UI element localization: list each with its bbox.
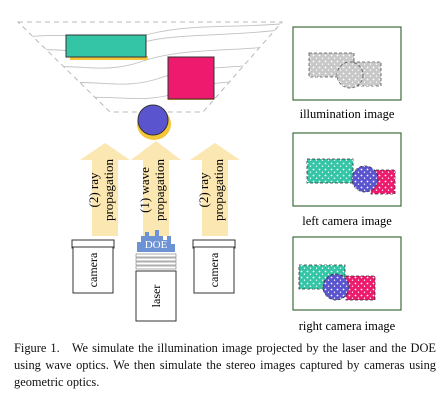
camera-right-label: camera	[207, 252, 221, 287]
purple-circle	[137, 104, 169, 136]
camera-left-label: camera	[86, 252, 100, 287]
figure-caption: Figure 1. We simulate the illumination i…	[14, 340, 436, 391]
illumination-image-panel: illumination image	[292, 26, 402, 121]
arrow-middle-num: (1) wave	[137, 167, 152, 213]
right-camera-image-panel: right camera image	[292, 236, 402, 333]
illumination-image-label: illumination image	[300, 107, 395, 121]
pink-square	[167, 56, 215, 100]
projected-shapes	[65, 34, 215, 140]
laser-device: laser	[135, 253, 177, 322]
arrow-middle: (1) wave propagation	[131, 141, 181, 236]
caption-label: Figure 1.	[14, 341, 60, 355]
left-camera-image-label: left camera image	[302, 214, 392, 228]
caption-text: We simulate the illumination image proje…	[14, 341, 436, 389]
figure-illustration: (2) ray propagation (1) wave propagation…	[16, 21, 402, 333]
arrow-left-num: (2) ray	[86, 172, 101, 208]
doe-label: DOE	[145, 239, 168, 251]
doe-element: DOE	[137, 230, 175, 252]
arrow-right-num: (2) ray	[196, 172, 211, 208]
teal-rectangle	[65, 34, 147, 58]
arrow-right: (2) ray propagation	[190, 143, 240, 236]
right-camera-image-label: right camera image	[299, 319, 396, 333]
arrow-right-word: propagation	[211, 158, 226, 221]
arrow-left: (2) ray propagation	[80, 143, 130, 236]
projection-fan	[16, 21, 284, 113]
arrow-left-word: propagation	[101, 158, 116, 221]
camera-right: camera	[192, 239, 236, 294]
arrow-middle-word: propagation	[152, 158, 167, 221]
laser-label: laser	[149, 285, 163, 308]
left-camera-image-panel: left camera image	[292, 132, 402, 228]
teal-shadow	[70, 56, 148, 60]
camera-left: camera	[71, 239, 115, 294]
